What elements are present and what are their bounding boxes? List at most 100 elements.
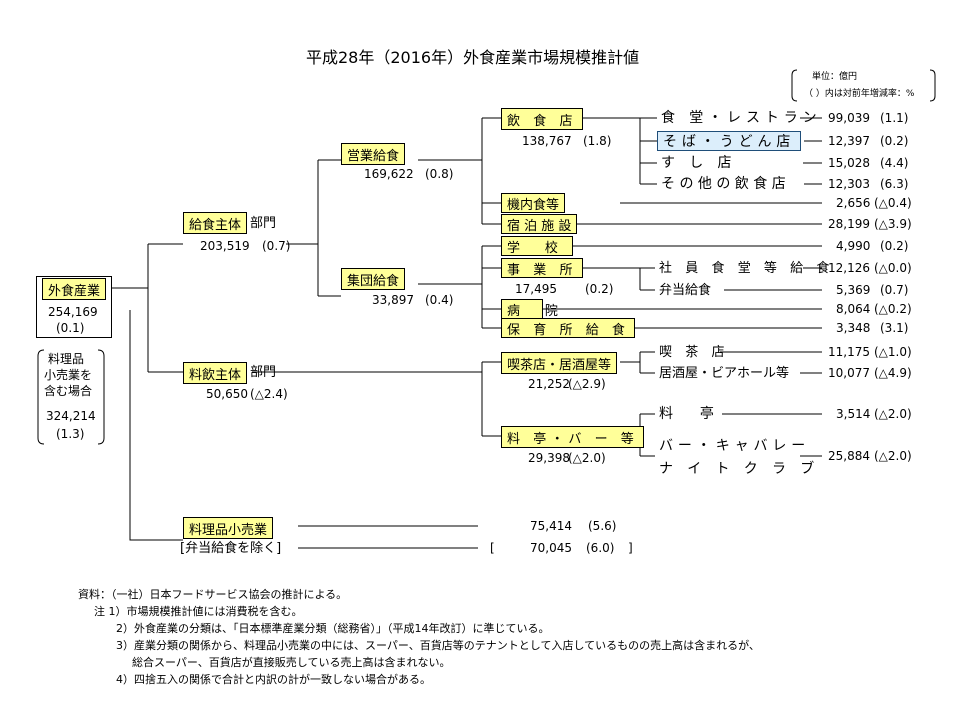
rate-bento: (0.7) [880, 283, 909, 297]
node-kissaten-rate: (△2.9) [568, 377, 606, 391]
leaf-sushi: す し 店 [661, 155, 737, 171]
root-to-branches-line [112, 243, 183, 373]
note-4: 4）四捨五入の関係で合計と内訳の計が一致しない場合がある。 [116, 673, 431, 686]
root-to-retail-line [129, 310, 183, 541]
rate-gakko: (0.2) [880, 239, 909, 253]
incl-line2: 小売業を [44, 368, 93, 382]
node-inshokuten-rate: (1.8) [583, 134, 612, 148]
value-byoin: 8,064 [836, 302, 871, 316]
node-ryotei-rate: (△2.0) [568, 451, 606, 465]
rate-soba: (0.2) [880, 134, 909, 148]
node-inshokuten-value: 138,767 [522, 134, 572, 148]
rate-sushi: (4.4) [880, 156, 909, 170]
node-kyushoku-value: 203,519 [200, 239, 250, 253]
node-ryotei-value: 29,398 [528, 451, 570, 465]
value-hoiku: 3,348 [836, 321, 871, 335]
rate-sonota: (6.3) [880, 177, 909, 191]
value-shain: 12,126 [828, 261, 870, 275]
leaf-sonota: そ の 他 の 飲 食 店 [661, 176, 786, 192]
value-leader-lines [298, 117, 822, 549]
value-kinai: 2,656 [836, 196, 871, 210]
leaf-bento-kyushoku: 弁当給食 [659, 283, 712, 298]
bento-excl-open: [ [490, 541, 495, 555]
value-shokudo: 99,039 [828, 111, 870, 125]
leaf-nightclub: ナ イ ト ク ラ ブ [659, 461, 820, 477]
bento-excl-value: 70,045 [530, 541, 572, 555]
node-byoin: 病 院 [501, 299, 558, 319]
leaf-ryotei: 料 亭 [659, 406, 726, 422]
ryoin-trunk-line [252, 361, 501, 437]
node-ryoin-suffix: 部門 [250, 365, 277, 380]
node-inshokuten: 飲 食 店 [501, 108, 584, 130]
value-bar: 25,884 [828, 449, 870, 463]
page-title: 平成28年（2016年）外食産業市場規模推計値 [306, 48, 640, 67]
value-sushi: 15,028 [828, 156, 870, 170]
node-eigyo-rate: (0.8) [425, 167, 454, 181]
node-gakko: 学 校 [501, 236, 573, 256]
rate-shain: (△0.0) [874, 261, 912, 275]
node-gaishoku-sangyo: 外食産業 [42, 278, 107, 300]
node-hoikusho: 保 育 所 給 食 [501, 318, 636, 338]
kyushoku-trunk-line [286, 159, 341, 297]
rate-shukuhaku: (△3.9) [874, 217, 912, 231]
rate-hoiku: (3.1) [880, 321, 909, 335]
incl-bracket [37, 349, 105, 445]
note-1: 注 1）市場規模推計値には消費税を含む。 [94, 605, 303, 618]
unit-label: 単位：億円 [812, 72, 858, 82]
incl-value: 324,214 [46, 409, 96, 423]
value-ryotei: 3,514 [836, 407, 871, 421]
note-3: 3）産業分類の関係から、料理品小売業の中には、スーパー、百貨店等のテナントとして… [116, 639, 760, 652]
node-kinaishoku: 機内食等 [501, 193, 566, 213]
node-ryorihin-kouri: 料理品小売業 [183, 517, 274, 539]
inshokuten-trunk-line [573, 117, 657, 185]
node-kissaten-value: 21,252 [528, 377, 570, 391]
node-shudan-value: 33,897 [372, 293, 414, 307]
leaf-bar-cabaret: バー・キャバレー [659, 438, 811, 454]
value-kissa: 11,175 [828, 345, 870, 359]
node-jigyosho-rate: (0.2) [585, 282, 614, 296]
node-gaishoku-value: 254,169 [48, 305, 98, 319]
bento-excl-rate: (6.0) [586, 541, 615, 555]
value-bento: 5,369 [836, 283, 871, 297]
node-ryoin-shutai: 料飲主体 [183, 362, 248, 384]
node-shudan-rate: (0.4) [425, 293, 454, 307]
leaf-soba-udon: そば・うどん店 [657, 131, 802, 151]
note-2: 2）外食産業の分類は、「日本標準産業分類（総務省）」（平成14年改訂）に準じてい… [116, 622, 550, 635]
node-shudan-kyushoku: 集団給食 [341, 268, 406, 290]
bento-excl-close: ] [628, 541, 633, 555]
node-eigyo-kyushoku: 営業給食 [341, 143, 406, 165]
note-3-cont: 総合スーパー、百貨店が直接販売している売上高は含まれない。 [132, 656, 451, 669]
kissa-trunk-line [620, 351, 655, 374]
value-gakko: 4,990 [836, 239, 871, 253]
value-shukuhaku: 28,199 [828, 217, 870, 231]
node-jigyosho-value: 17,495 [515, 282, 557, 296]
rate-shokudo: (1.1) [880, 111, 909, 125]
node-kyushoku-rate: (0.7) [262, 239, 291, 253]
node-ryoin-rate: (△2.4) [250, 387, 288, 401]
root-node-frame [36, 276, 112, 338]
node-eigyo-value: 169,622 [364, 167, 414, 181]
rate-byoin: (△0.2) [874, 302, 912, 316]
node-kissaten-izakaya: 喫茶店・居酒屋等 [501, 352, 618, 374]
eigyo-trunk-line [418, 117, 501, 225]
shudan-trunk-line [418, 245, 501, 329]
node-ryotei-bar: 料 亭・バ ー 等 [501, 426, 645, 448]
rate-ryotei: (△2.0) [874, 407, 912, 421]
leaf-izakaya: 居酒屋・ビアホール等 [659, 366, 790, 381]
node-bento-excluded: [弁当給食を除く] [180, 541, 282, 556]
node-shukuhaku: 宿 泊 施 設 [501, 214, 578, 234]
ryorihin-rate: (5.6) [588, 519, 617, 533]
unit-note-bracket [791, 69, 936, 102]
incl-rate: (1.3) [56, 427, 85, 441]
rate-izakaya: (△4.9) [874, 366, 912, 380]
node-kyushoku-suffix: 部門 [250, 216, 277, 231]
ryorihin-value: 75,414 [530, 519, 572, 533]
leaf-shokudo: 食 堂・レストラン [661, 110, 822, 126]
node-gaishoku-rate: (0.1) [56, 321, 85, 335]
node-ryoin-value: 50,650 [206, 387, 248, 401]
jigyosho-trunk-line [577, 267, 655, 291]
rate-bar: (△2.0) [874, 449, 912, 463]
leaf-shain-shokudo: 社 員 食 堂 等 給 食 [659, 261, 834, 276]
note-source: 資料：（一社）日本フードサービス協会の推計による。 [78, 588, 348, 601]
